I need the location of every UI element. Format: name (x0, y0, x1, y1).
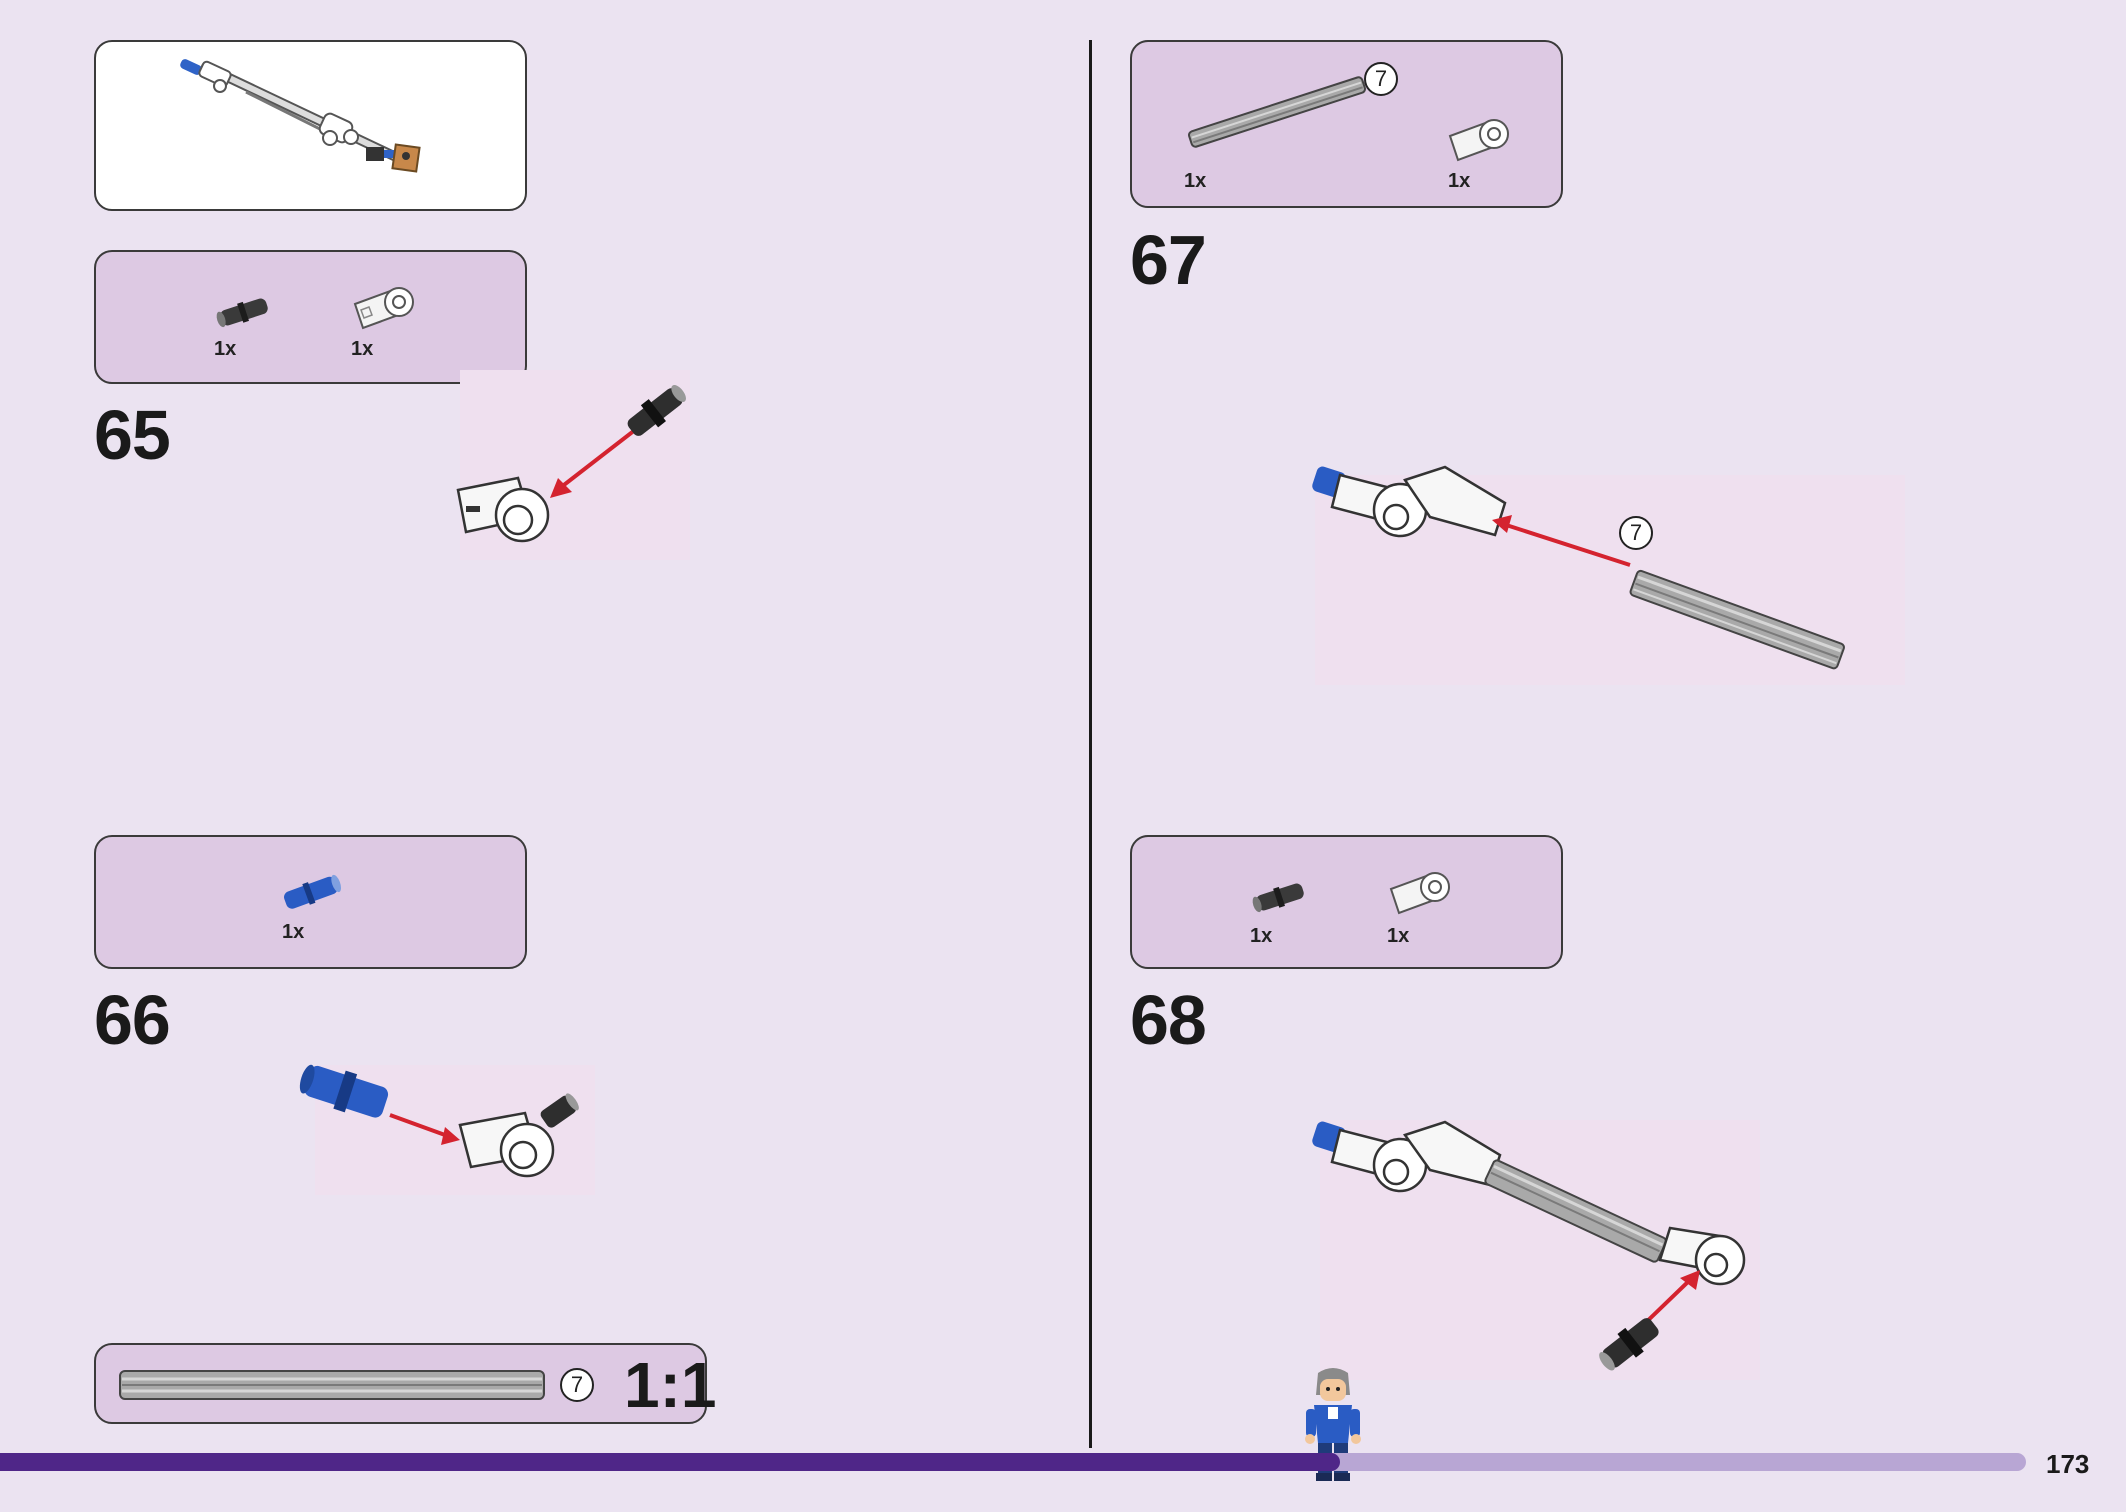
part-qty: 1x (1250, 925, 1273, 947)
part-qty: 1x (1184, 170, 1207, 192)
part-qty: 1x (282, 921, 305, 943)
axle-length-callout: 7 (1619, 516, 1653, 550)
step-67-illustration (1312, 465, 1905, 685)
part-qty: 1x (351, 338, 374, 360)
axle-length-callout: 7 (1364, 62, 1398, 96)
step-66-parts-box: 1x (94, 835, 527, 969)
axle-1to1-image (119, 1370, 545, 1400)
part-qty: 1x (214, 338, 237, 360)
scale-reference-box: 7 1:1 (94, 1343, 717, 1424)
scale-ratio-label: 1:1 (624, 1349, 717, 1421)
minifigure-image (1305, 1368, 1361, 1481)
white-angle-connector-icon (1389, 872, 1450, 915)
page-divider (1089, 40, 1092, 1448)
axle-length-callout: 7 (560, 1368, 594, 1402)
black-friction-pin-icon (216, 298, 268, 328)
step-68-number: 68 (1130, 981, 1207, 1059)
blue-axle-pin-icon (284, 874, 342, 909)
step-65-parts-box: 1x 1x (94, 250, 527, 384)
step-67-parts-box: 7 1x 1x (1130, 40, 1563, 208)
subassembly-preview-image (180, 59, 421, 173)
step-66-number: 66 (94, 981, 171, 1059)
progress-bar-track (1320, 1453, 2026, 1471)
black-friction-pin-icon (1252, 883, 1304, 913)
step-67-number: 67 (1130, 221, 1207, 299)
white-angle-connector-icon (353, 287, 414, 330)
white-angle-connector-icon (1448, 119, 1509, 162)
step-66-illustration (299, 1064, 595, 1195)
progress-bar-fill (0, 1453, 1340, 1471)
part-qty: 1x (1387, 925, 1410, 947)
grey-axle-icon (1188, 76, 1366, 148)
page-number: 173 (2046, 1449, 2090, 1479)
subassembly-callout (94, 40, 527, 211)
step-68-parts-box: 1x 1x (1130, 835, 1563, 969)
step-65-number: 65 (94, 396, 171, 474)
part-qty: 1x (1448, 170, 1471, 192)
step-68-illustration (1312, 1120, 1760, 1380)
step-65-illustration (456, 370, 690, 560)
